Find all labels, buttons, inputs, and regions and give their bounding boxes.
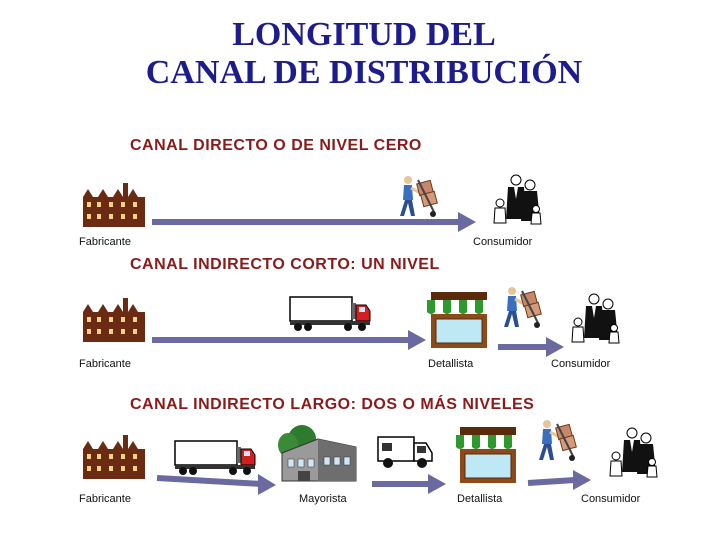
arrow-head — [573, 470, 591, 490]
factory-icon — [83, 435, 145, 479]
page-title-line1: LONGITUD DEL — [232, 16, 496, 53]
section-heading-short: CANAL INDIRECTO CORTO: UN NIVEL — [130, 256, 440, 273]
page-title-line2: CANAL DE DISTRIBUCIÓN — [145, 54, 583, 91]
node-label-detallista: Detallista — [428, 358, 474, 370]
node-label-fabricante: Fabricante — [79, 493, 131, 505]
flow-arrow — [156, 475, 263, 487]
arrow-head — [408, 330, 426, 350]
consumers-icon — [571, 293, 620, 344]
truck-icon — [174, 440, 256, 476]
node-label-consumidor: Consumidor — [551, 358, 611, 370]
section-heading-direct: CANAL DIRECTO O DE NIVEL CERO — [130, 137, 422, 154]
consumers-icon — [493, 174, 542, 225]
node-label-fabricante: Fabricante — [79, 358, 131, 370]
delivery-person-icon — [502, 285, 543, 330]
node-label-fabricante: Fabricante — [79, 236, 131, 248]
delivery-person-icon — [398, 174, 439, 219]
factory-icon — [83, 298, 145, 342]
arrow-head — [546, 337, 564, 357]
consumers-icon — [609, 427, 658, 478]
arrow-head — [458, 212, 476, 232]
store-icon — [455, 426, 521, 484]
truck-icon — [289, 296, 371, 332]
warehouse-icon — [277, 424, 357, 482]
flow-arrow — [527, 477, 576, 486]
section-heading-long: CANAL INDIRECTO LARGO: DOS O MÁS NIVELES — [130, 396, 535, 413]
node-label-consumidor: Consumidor — [581, 493, 641, 505]
node-label-consumidor: Consumidor — [473, 236, 533, 248]
arrow-head — [428, 474, 446, 494]
van-icon — [377, 436, 433, 469]
node-label-detallista: Detallista — [457, 493, 503, 505]
delivery-person-icon — [537, 418, 578, 463]
node-label-mayorista: Mayorista — [299, 493, 347, 505]
store-icon — [426, 291, 492, 349]
factory-icon — [83, 183, 145, 227]
arrow-head — [258, 474, 276, 495]
